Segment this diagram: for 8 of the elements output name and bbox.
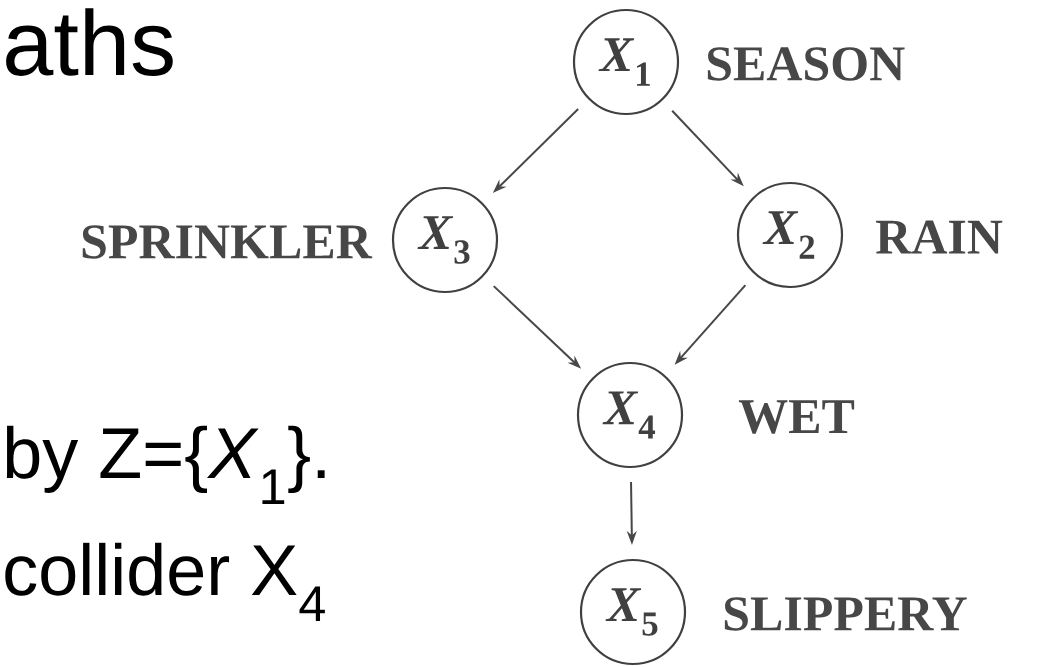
variable-name: SPRINKLER <box>82 225 373 259</box>
variable-name: WET <box>738 400 855 434</box>
variable-name: SLIPPERY <box>724 597 967 631</box>
variable-name: RAIN <box>876 220 1003 254</box>
text-line: by Z={X$_{1}$}. <box>6 425 325 505</box>
variable-name: SEASON <box>707 47 905 81</box>
title: aths <box>6 8 173 76</box>
text-line: collider X$_{4}$ <box>5 542 325 622</box>
